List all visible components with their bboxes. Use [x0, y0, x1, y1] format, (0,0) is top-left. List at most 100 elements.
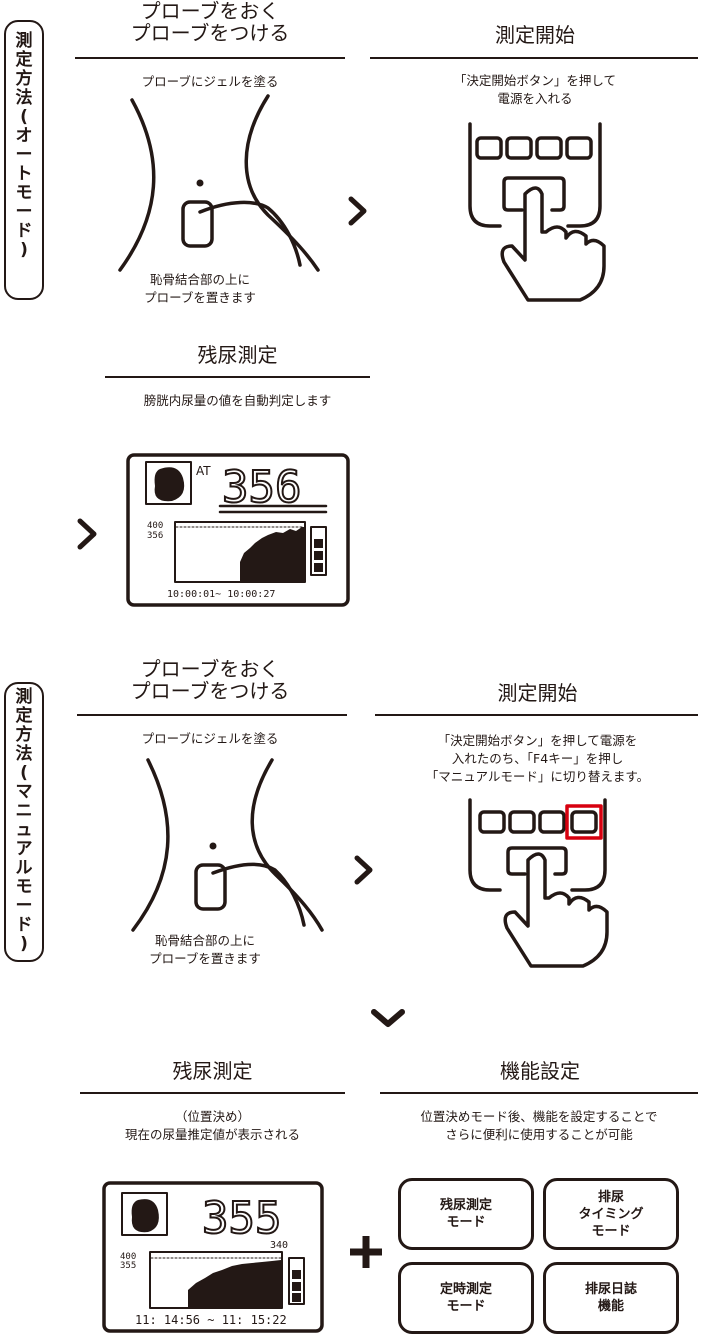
screen-time-range: 10:00:01~ 10:00:27	[167, 589, 275, 600]
tab-char: 法	[15, 88, 33, 108]
bladder-image-box	[145, 461, 192, 505]
manual-step4-title: 機能設定	[500, 1059, 580, 1083]
auto-step1-caption-top: プローブにジェルを塗る	[141, 74, 279, 89]
auto-step2-title: 測定開始	[495, 23, 575, 47]
caption-line: 「マニュアルモード」に切り替えます。	[425, 769, 650, 784]
gel-dot	[209, 842, 217, 850]
tab-char: (	[20, 763, 28, 783]
title-line: プローブをおく	[140, 657, 280, 681]
function-box-residual-urine: 残尿測定 モード	[398, 1178, 534, 1250]
tab-char: ー	[15, 145, 33, 165]
auto-mode-tab: 測 定 方 法 ( オ ー ト モ ー ド )	[4, 20, 44, 300]
device-key	[535, 136, 563, 160]
title-line: プローブをつける	[130, 21, 290, 45]
function-line: 残尿測定	[439, 1198, 492, 1213]
screen-mode-label: AT	[196, 464, 211, 478]
tab-char: モ	[15, 877, 33, 897]
chevron-right-icon	[354, 855, 373, 885]
title-line: プローブをつける	[130, 679, 290, 703]
body-left-line	[118, 98, 156, 272]
probe-icon	[181, 200, 214, 248]
caption-line: 入れたのち、「F4キー」を押し	[451, 751, 624, 766]
manual-step1-caption-bottom: 恥骨結合部の上に プローブを置きます	[105, 932, 305, 968]
device-key	[508, 810, 536, 834]
tab-char: ド	[15, 221, 33, 241]
auto-step3-rule	[105, 376, 370, 378]
caption-line: さらに便利に使用することが可能	[445, 1127, 633, 1142]
caption-line: 「決定開始ボタン」を押して電源を	[437, 733, 638, 748]
body-right-line	[244, 94, 320, 272]
body-left-line	[131, 758, 170, 932]
device-outline	[468, 122, 502, 228]
screen-time-range: 11: 14:56 ~ 11: 15:22	[135, 1313, 287, 1327]
tab-char: )	[20, 240, 28, 260]
device-hand-illustration-manual	[468, 798, 609, 968]
screen-frame	[102, 1181, 324, 1333]
hand-icon	[500, 186, 606, 302]
probe-cable	[198, 200, 302, 267]
device-outline	[468, 798, 502, 892]
start-button	[506, 846, 568, 876]
level-meter-segment	[314, 551, 323, 560]
gel-dot	[196, 179, 204, 187]
title-line: プローブをおく	[140, 0, 280, 23]
auto-step2-rule	[370, 57, 698, 59]
device-hand-illustration-auto	[468, 122, 606, 302]
caption-line: 恥骨結合部の上に	[154, 933, 255, 948]
caption-line: 「決定開始ボタン」を押して	[453, 73, 617, 88]
auto-step3-title: 残尿測定	[197, 343, 278, 367]
device-screen-manual	[102, 1181, 324, 1333]
start-button	[502, 176, 566, 212]
probe-icon	[194, 863, 227, 911]
tab-char: 法	[15, 744, 33, 764]
auto-step2-caption: 「決定開始ボタン」を押して 電源を入れる	[400, 72, 670, 108]
level-meter-segment	[292, 1270, 301, 1279]
tab-char: (	[20, 107, 28, 127]
chevron-right-icon	[348, 196, 367, 226]
device-key	[478, 810, 506, 834]
function-line: タイミング	[578, 1206, 644, 1222]
chart-axis-value: 355	[120, 1261, 136, 1271]
caption-line: 現在の尿量推定値が表示される	[124, 1127, 300, 1142]
chart-frame	[149, 1251, 283, 1309]
caption-line: プローブを置きます	[144, 290, 256, 305]
tab-char: 測	[15, 687, 33, 707]
manual-step1-rule	[77, 714, 347, 716]
chart-area	[240, 527, 304, 581]
function-line: モード	[591, 1223, 631, 1239]
manual-step1-caption-top: プローブにジェルを塗る	[141, 731, 279, 746]
tab-char: )	[20, 934, 28, 954]
auto-step1-rule	[75, 57, 345, 59]
tab-char: ト	[15, 164, 33, 184]
bladder-shape	[131, 1199, 159, 1233]
level-meter-segment	[314, 563, 323, 572]
tab-char: 定	[15, 50, 33, 70]
plus-icon	[350, 1236, 382, 1268]
screen-value: 355	[202, 1193, 281, 1244]
value-underline	[218, 504, 328, 514]
caption-line: プローブを置きます	[149, 951, 261, 966]
bladder-shape	[154, 467, 185, 502]
function-box-voiding-diary: 排尿日誌 機能	[543, 1262, 679, 1334]
hand-icon	[503, 852, 609, 968]
body-illustration-auto	[118, 94, 320, 272]
function-line: モード	[446, 1215, 486, 1230]
manual-step3-caption: （位置決め） 現在の尿量推定値が表示される	[80, 1108, 345, 1144]
device-key	[538, 810, 566, 834]
device-outline-right	[566, 122, 602, 228]
manual-step2-title: 測定開始	[497, 681, 578, 705]
level-meter-segment	[292, 1282, 301, 1291]
f4-highlight	[565, 804, 603, 840]
level-meter	[310, 526, 327, 576]
chevron-right-icon	[77, 518, 97, 550]
caption-line: 電源を入れる	[497, 91, 573, 106]
chart-axis-max: 400	[147, 521, 163, 531]
chart-area	[188, 1260, 281, 1307]
caption-line: 位置決めモード後、機能を設定することで	[420, 1109, 658, 1124]
function-box-voiding-timing: 排尿 タイミング モード	[543, 1178, 679, 1250]
device-key	[475, 136, 503, 160]
function-line: 排尿	[597, 1189, 624, 1205]
manual-step1-title: プローブをおく プローブをつける	[100, 658, 320, 702]
manual-step2-caption: 「決定開始ボタン」を押して電源を 入れたのち、「F4キー」を押し 「マニュアルモ…	[385, 732, 690, 786]
